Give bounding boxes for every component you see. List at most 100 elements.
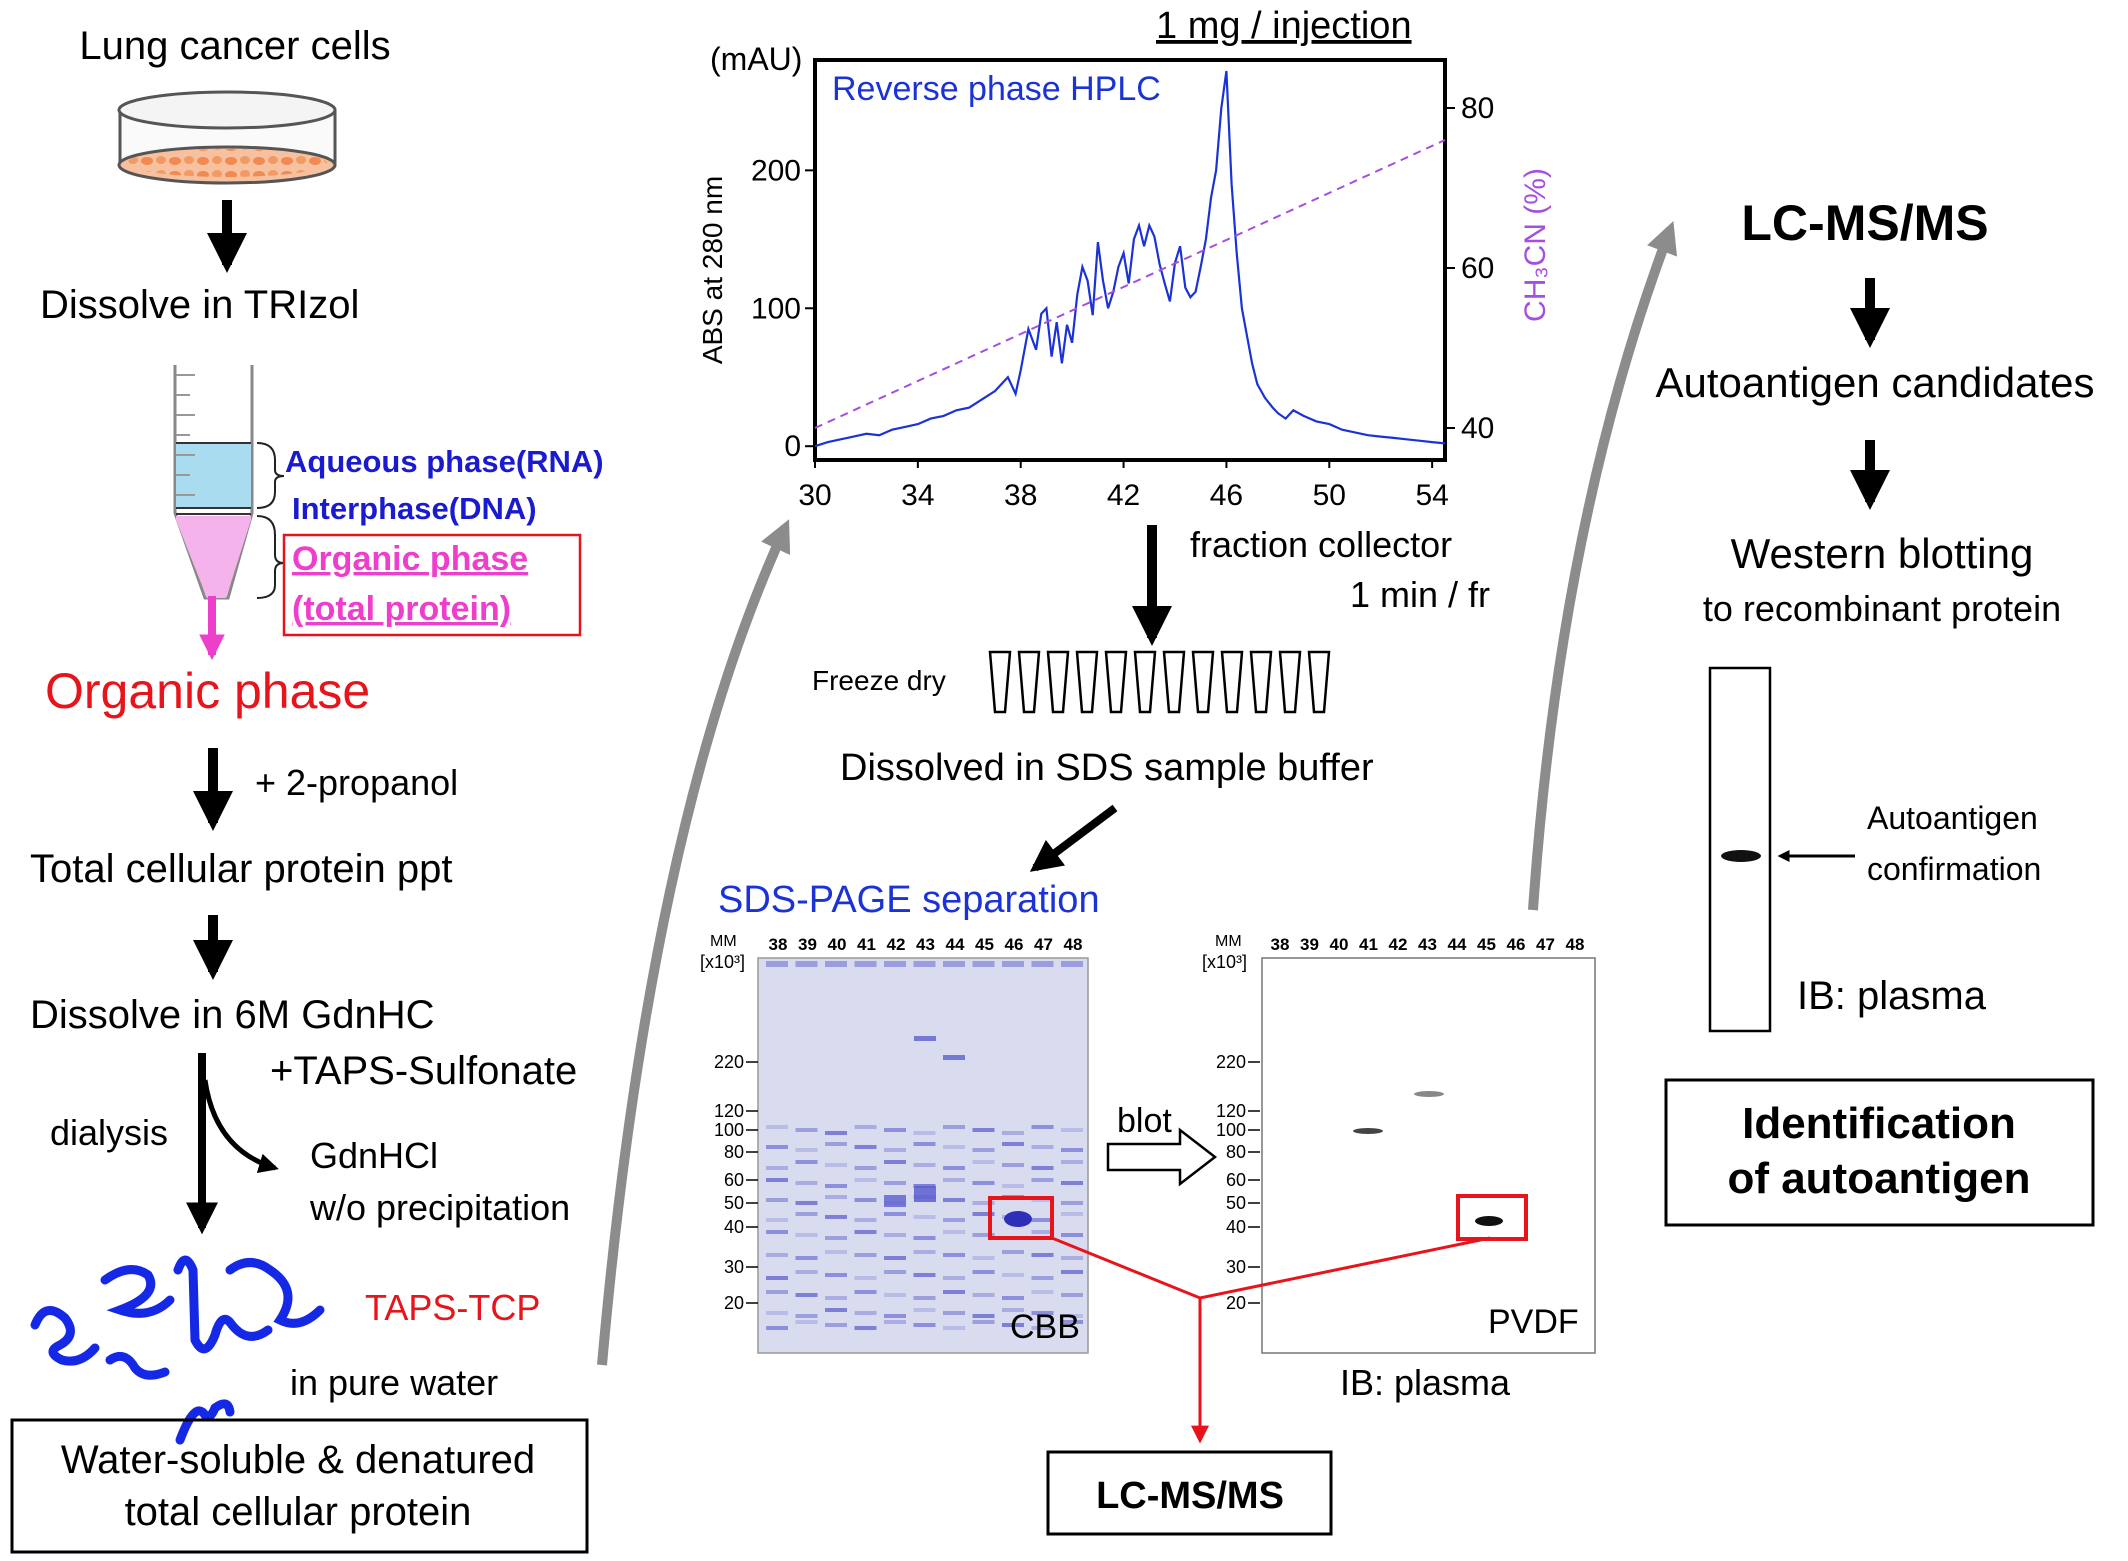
total-ppt-label: Total cellular protein ppt <box>30 847 452 891</box>
gel-band <box>825 1323 847 1327</box>
gel-band <box>825 1215 847 1219</box>
gel-band <box>825 1250 847 1254</box>
dissolve-gdn-label: Dissolve in 6M GdnHC <box>30 993 435 1037</box>
acetonitrile-gradient-line <box>814 139 1446 429</box>
gel-band <box>1061 1320 1083 1324</box>
confirmation-label: confirmation <box>1867 851 2041 887</box>
gel-band <box>1031 1166 1054 1170</box>
ladder-label-50: 50 <box>1226 1193 1246 1213</box>
gdnhcl-label: GdnHCl <box>310 1135 438 1176</box>
gel-band <box>884 1181 906 1185</box>
denatured-protein-icon <box>30 1255 325 1445</box>
blot-arrow <box>1106 1127 1218 1187</box>
fraction-tube <box>1162 650 1186 714</box>
taps-tcp-label: TAPS-TCP <box>365 1287 540 1328</box>
organic-phase-box-line1: Organic phase <box>292 540 528 578</box>
gel-band <box>854 1198 877 1202</box>
gel-band <box>884 1233 906 1237</box>
gel-band <box>913 1323 936 1327</box>
fraction-tube <box>1133 650 1157 714</box>
fraction-tube <box>1191 650 1215 714</box>
gel-well <box>884 961 906 967</box>
interphase-label: Interphase(DNA) <box>292 491 537 526</box>
injection-label: 1 mg / injection <box>1156 5 1412 47</box>
pvdf-band-45 <box>1475 1216 1503 1226</box>
cbb-gel-background <box>757 957 1089 1354</box>
gel-band <box>943 1253 965 1257</box>
gel-band <box>1031 1326 1054 1330</box>
cbb-highlight-box <box>988 1196 1054 1240</box>
organic-brace <box>256 515 285 599</box>
aqueous-brace <box>256 442 285 509</box>
ladder-label-100: 100 <box>1216 1120 1246 1140</box>
gel-band <box>854 1230 877 1234</box>
gel-band <box>1031 1145 1054 1149</box>
sds-page-label: SDS-PAGE separation <box>718 879 1100 921</box>
gel-band <box>972 1128 995 1132</box>
y2-tick-label-60: 60 <box>1461 252 1494 285</box>
gel-band <box>766 1178 788 1182</box>
gel-band <box>795 1212 818 1216</box>
gel-band <box>1061 1314 1083 1318</box>
gel-band <box>884 1314 906 1318</box>
gray-arrow-to-lcms <box>1528 221 1678 911</box>
lcms-box-middle-label: LC-MS/MS <box>1096 1475 1284 1517</box>
candidates-label: Autoantigen candidates <box>1655 359 2094 406</box>
gel-band <box>884 1128 906 1132</box>
gel-band <box>884 1270 906 1274</box>
lane-label-41: 41 <box>857 935 876 954</box>
gel-band <box>943 1218 965 1222</box>
ladder-label-40: 40 <box>1226 1217 1246 1237</box>
pure-water-label: in pure water <box>290 1362 498 1403</box>
pvdf-label: PVDF <box>1488 1303 1579 1341</box>
lane-label-47: 47 <box>1536 935 1555 954</box>
lung-cancer-cells-label: Lung cancer cells <box>79 24 390 68</box>
blot-label: blot <box>1117 1102 1172 1140</box>
gel-band <box>943 1166 965 1170</box>
ladder-label-40: 40 <box>724 1217 744 1237</box>
centrifuge-tube-icon <box>173 365 254 600</box>
gel-well <box>1061 961 1083 967</box>
gel-band <box>1002 1273 1024 1277</box>
identification-line1: Identification <box>1742 1099 2016 1148</box>
gel-band <box>825 1308 847 1312</box>
gel-band <box>795 1148 818 1152</box>
gel-well <box>766 961 788 967</box>
lane-label-48: 48 <box>1064 935 1083 954</box>
gel-band <box>766 1166 788 1170</box>
gel-band <box>1002 1296 1024 1300</box>
freeze-dry-label: Freeze dry <box>812 665 946 696</box>
ladder-label-50: 50 <box>724 1193 744 1213</box>
lane-label-40: 40 <box>828 935 847 954</box>
gel-band <box>884 1256 906 1260</box>
y-tick-label-200: 200 <box>751 154 801 187</box>
gel-band <box>825 1163 847 1167</box>
gel-band <box>884 1212 906 1216</box>
cbb-mm-unit: [x10³] <box>700 952 745 972</box>
gel-band <box>1031 1178 1054 1182</box>
gel-band <box>943 1198 965 1202</box>
gel-band <box>1031 1125 1054 1129</box>
gel-band <box>913 1296 936 1300</box>
lane-label-38: 38 <box>769 935 788 954</box>
gel-band <box>972 1212 995 1216</box>
gel-well <box>1002 961 1024 967</box>
gel-band <box>766 1125 788 1129</box>
ladder-label-220: 220 <box>714 1052 744 1072</box>
ladder-label-120: 120 <box>1216 1101 1246 1121</box>
pvdf-mm-label: MM <box>1215 933 1242 950</box>
fraction-tube <box>1278 650 1302 714</box>
x-tick-label-54: 54 <box>1415 479 1448 512</box>
gel-band <box>766 1276 788 1280</box>
gel-band <box>913 1250 936 1254</box>
propanol-label: + 2-propanol <box>255 762 458 803</box>
fraction-tube <box>1017 650 1041 714</box>
x-tick-label-42: 42 <box>1107 479 1140 512</box>
dialysis-label: dialysis <box>50 1112 168 1153</box>
gel-band <box>766 1145 788 1149</box>
fraction-tube <box>1075 650 1099 714</box>
gel-well <box>854 961 877 967</box>
hplc-yunit: (mAU) <box>710 41 802 77</box>
